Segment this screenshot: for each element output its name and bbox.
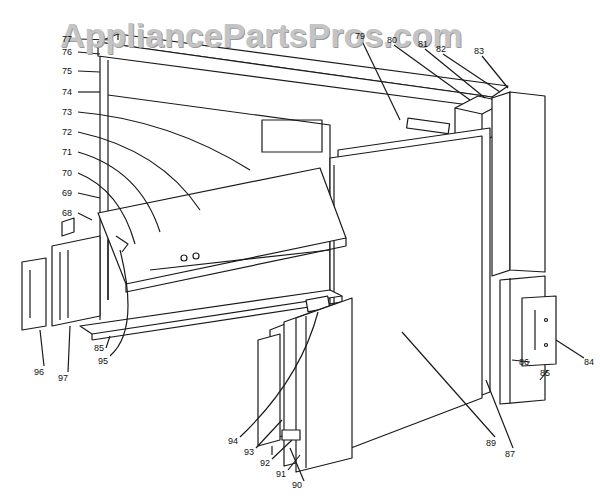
callout-number: 87 [505,449,515,459]
watermark: AppliancePartsPros.com [60,16,462,54]
callout-number: 82 [436,44,446,54]
callout-number: 81 [418,39,428,49]
callout-number: 73 [62,107,72,117]
callout-number: 76 [62,47,72,57]
callout-number: 84 [584,357,594,367]
callout-number: 91 [276,469,286,479]
callout-number: 95 [98,356,108,366]
callout-number: 68 [62,208,72,218]
callout-number: 92 [260,458,270,468]
callout-number: 79 [355,31,365,41]
callout-number: 80 [387,35,397,45]
callout-number: 71 [62,147,72,157]
callout-number: 96 [34,367,44,377]
callout-number: 90 [292,480,302,490]
callout-number: 97 [58,373,68,383]
callout-number: 85 [540,368,550,378]
callout-number: 74 [62,87,72,97]
callout-number: 75 [62,66,72,76]
callout-number: 93 [244,447,254,457]
callout-number: 77 [62,34,72,44]
callout-number: 86 [519,357,529,367]
callout-number: 85 [94,343,104,353]
callout-number: 70 [62,168,72,178]
callout-number: 94 [228,436,238,446]
callout-number: 89 [486,438,496,448]
callout-number: 69 [62,188,72,198]
callout-number: 83 [474,46,484,56]
callout-number: 72 [62,127,72,137]
